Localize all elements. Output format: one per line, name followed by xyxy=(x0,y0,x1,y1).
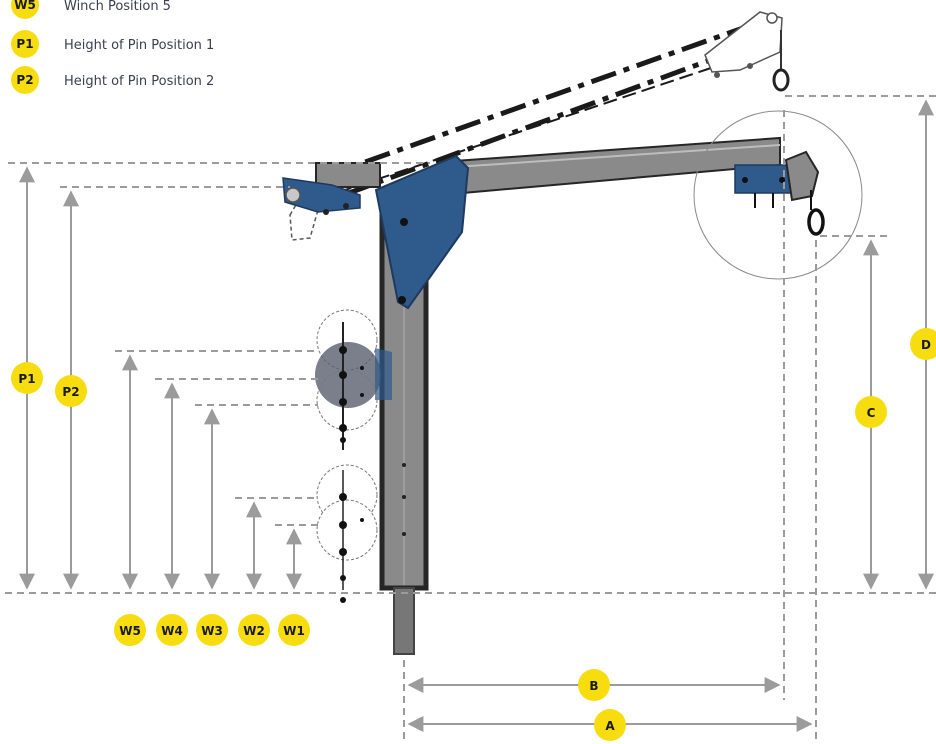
horizontal-boom xyxy=(315,136,781,197)
raised-boom-outline xyxy=(289,11,790,241)
legend-badge-p1 xyxy=(11,30,39,58)
legend: W5 Winch Position 5 P1 Height of Pin Pos… xyxy=(11,0,214,94)
mast-base-socket xyxy=(393,587,415,655)
legend-badge-w5-text: W5 xyxy=(14,0,36,12)
badge-a-text: A xyxy=(605,719,615,733)
legend-text-w5: Winch Position 5 xyxy=(64,0,171,14)
reference-lines xyxy=(5,95,936,744)
dimension-badges: P1 P2 W5 W4 W3 W2 W1 C xyxy=(11,328,936,741)
badge-p1-text: P1 xyxy=(18,372,35,386)
rear-bracket xyxy=(282,177,361,213)
legend-text-p2: Height of Pin Position 2 xyxy=(64,74,214,89)
badge-w5: W5 xyxy=(114,614,146,646)
badge-w3: W3 xyxy=(196,614,228,646)
legend-badge-p2 xyxy=(11,66,39,94)
legend-badge-w5 xyxy=(11,0,39,19)
winch-upper xyxy=(315,309,392,450)
badge-p1: P1 xyxy=(11,362,43,394)
badge-w5-text: W5 xyxy=(119,624,141,638)
legend-item-w5: W5 Winch Position 5 xyxy=(11,0,171,19)
legend-item-p1: P1 Height of Pin Position 1 xyxy=(11,30,214,58)
badge-p2: P2 xyxy=(55,375,87,407)
winch-lower xyxy=(316,464,378,603)
badge-b-text: B xyxy=(589,679,598,693)
badge-d: D xyxy=(910,328,936,360)
hook-detail-circle xyxy=(693,110,863,280)
gusset-plate xyxy=(374,154,470,310)
crane-drawing xyxy=(282,11,863,655)
badge-w2: W2 xyxy=(238,614,270,646)
badge-w1: W1 xyxy=(278,614,310,646)
badge-a: A xyxy=(594,709,626,741)
badge-w3-text: W3 xyxy=(201,624,223,638)
badge-c-text: C xyxy=(867,406,876,420)
legend-item-p2: P2 Height of Pin Position 2 xyxy=(11,66,214,94)
legend-badge-p2-text: P2 xyxy=(16,73,33,87)
badge-w4: W4 xyxy=(156,614,188,646)
boom-tip-assembly xyxy=(734,150,825,236)
legend-badge-p1-text: P1 xyxy=(16,37,33,51)
badge-w1-text: W1 xyxy=(283,624,305,638)
badge-d-text: D xyxy=(921,338,931,352)
lifting-hook-icon xyxy=(807,208,825,236)
badge-w4-text: W4 xyxy=(161,624,183,638)
badge-p2-text: P2 xyxy=(62,385,79,399)
legend-text-p1: Height of Pin Position 1 xyxy=(64,38,214,53)
badge-w2-text: W2 xyxy=(243,624,265,638)
badge-c: C xyxy=(855,396,887,428)
badge-b: B xyxy=(578,669,610,701)
rear-bracket-pin xyxy=(285,187,301,203)
